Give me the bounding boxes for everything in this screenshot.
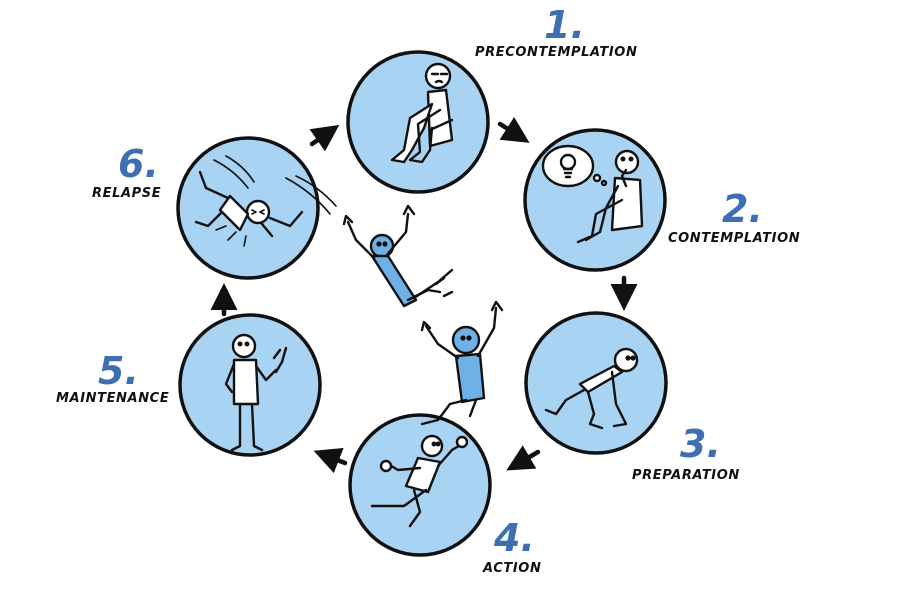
stage-3-label: PREPARATION [632, 468, 740, 483]
stage-4-number: 4. [494, 516, 535, 560]
falling-figure-lower [420, 300, 504, 426]
stage-3-figure [544, 347, 639, 430]
cycle-arrows [210, 116, 638, 474]
stage-5-label: MAINTENANCE [56, 391, 170, 406]
stage-2-figure [541, 144, 644, 244]
stage-1-number: 1. [544, 3, 585, 47]
stage-5-figure [224, 333, 288, 452]
stage-5-number: 5. [98, 349, 139, 393]
stage-2-label: CONTEMPLATION [668, 231, 801, 246]
stage-2-circle [523, 128, 667, 272]
stage-3-number: 3. [680, 422, 721, 466]
stage-4-figure [370, 434, 469, 528]
falling-figure-upper [342, 204, 454, 308]
stage-6-figure [194, 155, 337, 247]
stage-6-number: 6. [118, 142, 159, 186]
arrow-3-to-4 [506, 445, 541, 471]
stage-4-label: ACTION [483, 561, 542, 576]
stage-6-label: RELAPSE [92, 186, 162, 201]
arrow-1-to-2 [497, 116, 530, 143]
stage-2-number: 2. [722, 187, 763, 231]
arrow-4-to-5 [313, 447, 348, 474]
stage-1-figure [390, 62, 454, 164]
arrow-6-to-1 [309, 124, 340, 152]
stage-1-label: PRECONTEMPLATION [475, 45, 638, 60]
